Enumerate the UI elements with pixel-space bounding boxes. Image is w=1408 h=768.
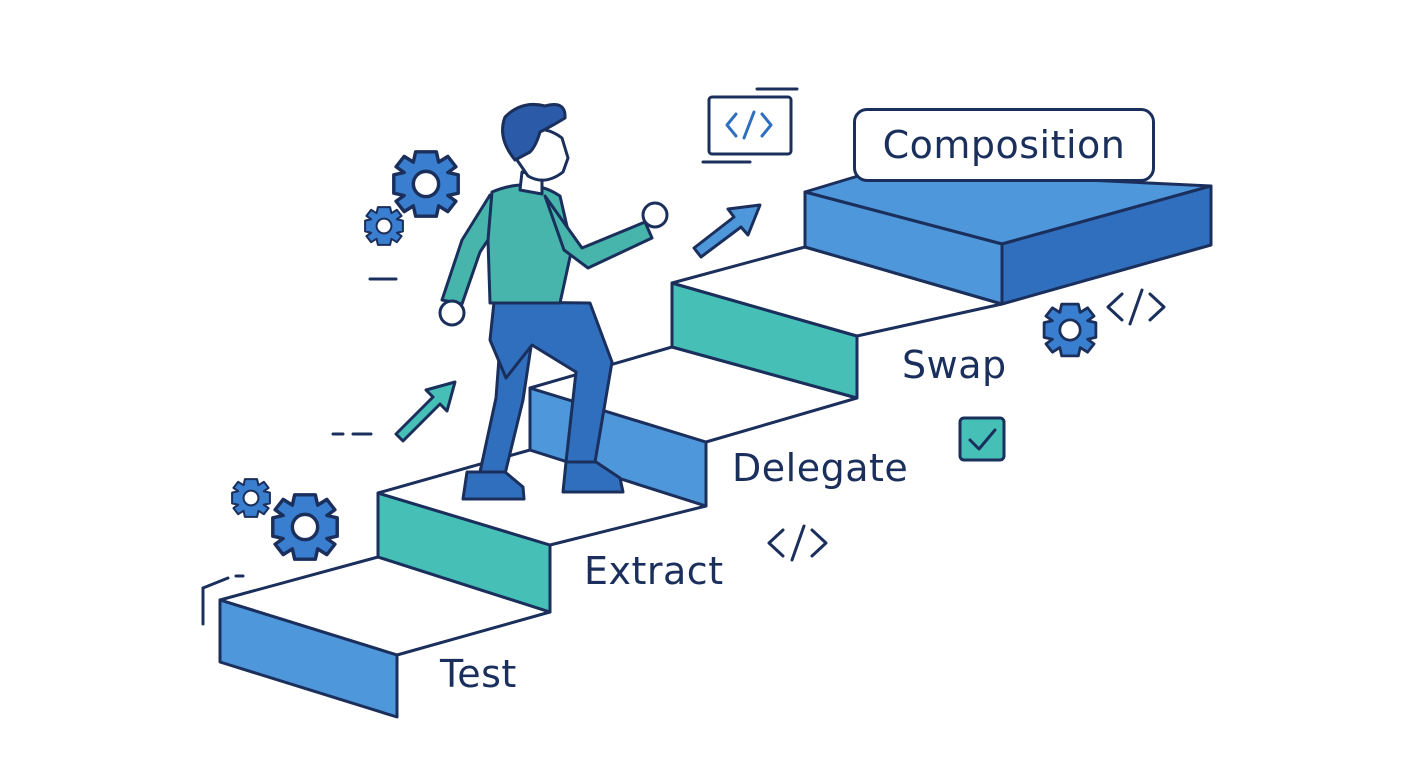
person-front-hand: [641, 201, 669, 229]
step-label-extract: Extract: [584, 549, 724, 593]
person-torso: [486, 183, 574, 305]
code-brackets-icon: [767, 524, 828, 562]
person-front-arm: [543, 194, 654, 270]
code-monitor-icon: [701, 87, 799, 164]
climbing-person: [438, 102, 669, 501]
person-hair: [501, 102, 567, 162]
gear-icon: [271, 493, 339, 561]
step-label-delegate: Delegate: [732, 446, 909, 490]
step-label-swap: Swap: [902, 343, 1007, 387]
decor-dashes: [201, 277, 398, 626]
person-front-leg: [488, 300, 614, 464]
arrow-up-right-icon: [394, 380, 457, 443]
step-swap: [670, 245, 1004, 400]
goal-badge-composition: Composition: [853, 108, 1155, 182]
step-composition: [803, 168, 1213, 306]
gear-icon: [364, 206, 404, 246]
checkbox-checked-icon: [958, 416, 1006, 462]
gear-icon: [392, 150, 460, 218]
arrow-up-right-icon: [692, 203, 762, 259]
person-back-shoe: [461, 470, 526, 501]
person-front-shoe: [561, 460, 625, 494]
platform-side: [1000, 184, 1213, 306]
gear-icon: [231, 478, 271, 518]
person-back-hand: [438, 299, 466, 327]
step-extract: [376, 448, 708, 614]
step-test: [218, 555, 552, 719]
step-label-test: Test: [440, 652, 517, 696]
code-brackets-icon: [1106, 288, 1166, 326]
step-test-front: [218, 598, 399, 719]
gear-icon: [1042, 302, 1098, 358]
